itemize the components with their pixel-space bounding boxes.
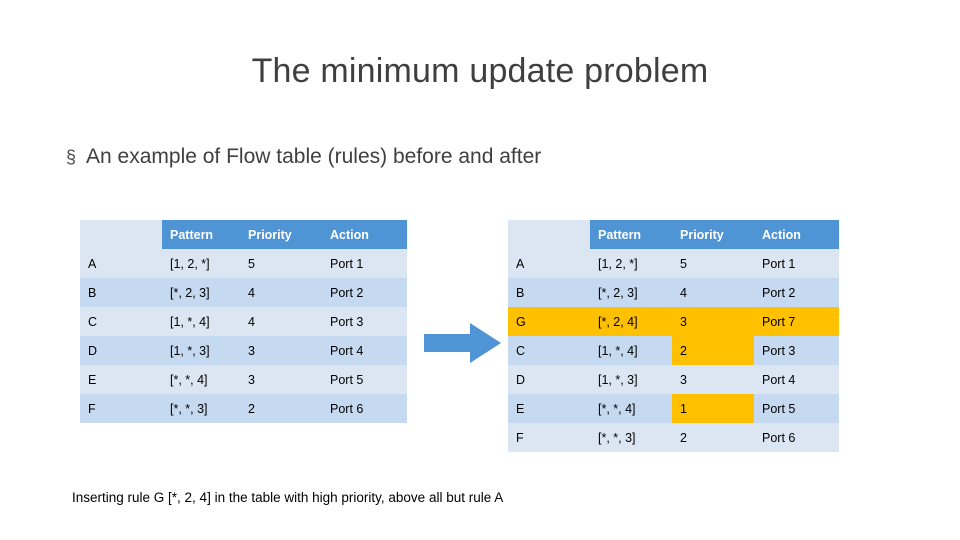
cell-pattern: [*, *, 3] <box>590 423 672 452</box>
cell-action: Port 1 <box>754 249 839 278</box>
cell-action: Port 4 <box>754 365 839 394</box>
column-header-rule <box>508 220 590 249</box>
cell-pattern: [*, *, 4] <box>162 365 240 394</box>
cell-rule-name: A <box>508 249 590 278</box>
cell-rule-name: G <box>508 307 590 336</box>
cell-rule-name: E <box>80 365 162 394</box>
column-header-rule <box>80 220 162 249</box>
caption-text: Inserting rule G [*, 2, 4] in the table … <box>72 490 504 505</box>
cell-pattern: [*, *, 4] <box>590 394 672 423</box>
cell-rule-name: F <box>508 423 590 452</box>
cell-rule-name: D <box>508 365 590 394</box>
cell-action: Port 2 <box>754 278 839 307</box>
cell-pattern: [*, *, 3] <box>162 394 240 423</box>
bullet-item: § An example of Flow table (rules) befor… <box>66 144 541 170</box>
cell-rule-name: C <box>508 336 590 365</box>
cell-pattern: [1, *, 3] <box>162 336 240 365</box>
cell-action: Port 5 <box>322 365 407 394</box>
page-title: The minimum update problem <box>251 52 709 90</box>
cell-priority: 5 <box>240 249 322 278</box>
column-header-pattern: Pattern <box>590 220 672 249</box>
cell-action: Port 4 <box>322 336 407 365</box>
cell-pattern: [1, 2, *] <box>162 249 240 278</box>
cell-action: Port 5 <box>754 394 839 423</box>
cell-priority: 3 <box>672 365 754 394</box>
cell-pattern: [*, 2, 4] <box>590 307 672 336</box>
cell-priority: 2 <box>240 394 322 423</box>
cell-pattern: [*, 2, 3] <box>590 278 672 307</box>
cell-priority: 2 <box>672 423 754 452</box>
cell-action: Port 6 <box>754 423 839 452</box>
cell-priority: 3 <box>240 336 322 365</box>
cell-pattern: [1, *, 3] <box>590 365 672 394</box>
cell-pattern: [1, *, 4] <box>162 307 240 336</box>
cell-rule-name: C <box>80 307 162 336</box>
cell-priority: 1 <box>672 394 754 423</box>
cell-action: Port 3 <box>754 336 839 365</box>
cell-action: Port 6 <box>322 394 407 423</box>
cell-action: Port 1 <box>322 249 407 278</box>
flow-arrow-right-icon <box>424 323 501 363</box>
bullet-item-label: An example of Flow table (rules) before … <box>86 145 542 168</box>
cell-pattern: [*, 2, 3] <box>162 278 240 307</box>
column-header-action: Action <box>322 220 407 249</box>
cell-action: Port 2 <box>322 278 407 307</box>
cell-rule-name: B <box>508 278 590 307</box>
cell-action: Port 7 <box>754 307 839 336</box>
cell-rule-name: F <box>80 394 162 423</box>
column-header-priority: Priority <box>672 220 754 249</box>
cell-priority: 4 <box>240 278 322 307</box>
cell-priority: 5 <box>672 249 754 278</box>
column-header-pattern: Pattern <box>162 220 240 249</box>
column-header-action: Action <box>754 220 839 249</box>
cell-priority: 4 <box>672 278 754 307</box>
cell-pattern: [1, 2, *] <box>590 249 672 278</box>
cell-priority: 3 <box>672 307 754 336</box>
bullet-marker-icon: § <box>66 147 77 167</box>
cell-priority: 4 <box>240 307 322 336</box>
cell-action: Port 3 <box>322 307 407 336</box>
cell-rule-name: B <box>80 278 162 307</box>
cell-priority: 3 <box>240 365 322 394</box>
column-header-priority: Priority <box>240 220 322 249</box>
cell-rule-name: A <box>80 249 162 278</box>
cell-rule-name: E <box>508 394 590 423</box>
cell-priority: 2 <box>672 336 754 365</box>
cell-pattern: [1, *, 4] <box>590 336 672 365</box>
cell-rule-name: D <box>80 336 162 365</box>
